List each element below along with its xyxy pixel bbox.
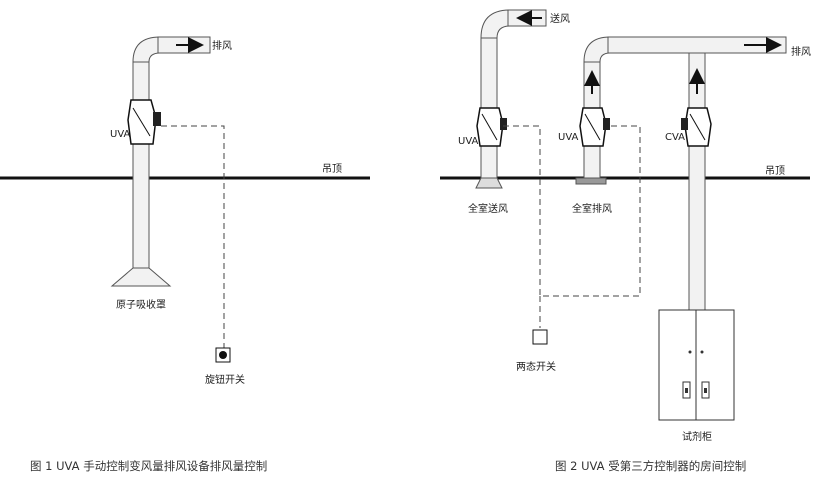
caption-1: 图 1 UVA 手动控制变风量排风设备排风量控制 [30, 459, 267, 473]
two-state-switch-icon[interactable] [532, 329, 548, 345]
ceiling-label-2: 吊顶 [765, 165, 785, 177]
knob-switch-icon[interactable] [215, 347, 231, 363]
supply-outlet-label: 全室送风 [468, 202, 508, 215]
hood-label-1: 原子吸收罩 [116, 298, 166, 311]
cva-label: CVA [665, 132, 685, 143]
switch-label-1: 旋钮开关 [205, 373, 245, 386]
supply-label: 送风 [550, 12, 570, 25]
uva-valve-left [476, 107, 507, 147]
supply-diffuser [475, 177, 503, 189]
switch-label-2: 两态开关 [516, 360, 556, 373]
duct-elbow-1 [132, 36, 161, 63]
figure-1: 吊顶 排风 UVA 原子吸收罩 旋钮开关 图 1 UVA 手动控制变风量排风设备… [0, 36, 370, 473]
exhaust-label-1: 排风 [212, 39, 232, 52]
cabinet-label: 试剂柜 [682, 430, 712, 443]
ceiling-label-1: 吊顶 [322, 163, 342, 175]
uva-valve-1 [127, 99, 161, 145]
figure-2: 吊顶 送风 UVA 全室送风 排风 UVA 全室排风 [440, 9, 811, 473]
exhaust-grille [575, 177, 607, 185]
exhaust-duct-elbow-2 [583, 36, 611, 63]
control-line-2 [503, 125, 641, 297]
reagent-cabinet [658, 309, 735, 421]
fume-hood-1 [110, 267, 172, 287]
caption-2: 图 2 UVA 受第三方控制器的房间控制 [555, 459, 746, 473]
uva-label-1: UVA [110, 129, 131, 140]
cva-valve [681, 107, 712, 147]
supply-duct-elbow [480, 9, 511, 39]
uva-label-left: UVA [458, 136, 479, 147]
uva-valve-right [579, 107, 610, 147]
exhaust-label-2: 排风 [791, 45, 811, 58]
exhaust-duct-vertical-1 [132, 61, 150, 269]
exhaust-inlet-label: 全室排风 [572, 202, 612, 215]
control-line-1 [161, 125, 225, 350]
uva-label-right: UVA [558, 132, 579, 143]
